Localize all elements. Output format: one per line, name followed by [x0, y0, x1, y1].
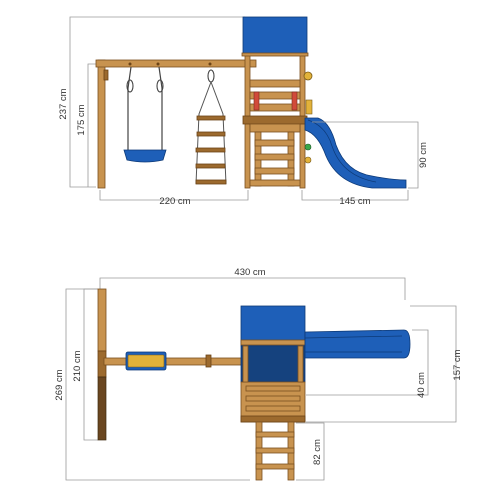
slide-top — [304, 329, 411, 359]
dim-total-height: 237 cm — [58, 16, 245, 188]
dim-ladder-length: 82 cm — [296, 422, 325, 481]
dim-swing-width-label: 220 cm — [159, 196, 190, 207]
dim-beam-height: 175 cm — [76, 63, 96, 187]
dim-slide-height-label: 90 cm — [418, 142, 429, 168]
slide — [304, 117, 407, 189]
ladder-top — [255, 421, 295, 481]
dim-slide-width-label: 40 cm — [416, 372, 427, 398]
dim-slide-width: 40 cm — [306, 329, 429, 398]
telescope-icon — [303, 71, 313, 81]
swing-frame-top — [97, 288, 247, 441]
dim-slide-offset-label: 157 cm — [452, 349, 463, 380]
dim-frame-depth-label: 210 cm — [72, 350, 83, 381]
top-view: 430 cm 269 cm 210 cm — [54, 267, 463, 481]
dim-slide-length-label: 145 cm — [339, 196, 370, 207]
dim-total-depth-label: 269 cm — [54, 369, 65, 400]
swing-seat — [123, 66, 167, 163]
dim-slide-offset: 157 cm — [306, 305, 463, 423]
dim-frame-depth: 210 cm — [72, 288, 98, 441]
dim-total-width: 430 cm — [99, 267, 406, 300]
red-handle — [253, 91, 260, 111]
dim-swing-width: 220 cm — [99, 190, 249, 207]
dim-slide-height: 90 cm — [312, 121, 429, 189]
dim-total-width-label: 430 cm — [234, 267, 265, 278]
dim-total-depth: 269 cm — [54, 288, 250, 481]
tower — [241, 16, 313, 189]
dim-ladder-length-label: 82 cm — [312, 439, 323, 465]
side-view: 237 cm 175 cm — [58, 16, 429, 207]
tower-roof-top — [240, 305, 306, 347]
tower-top — [240, 305, 306, 423]
rope-ladder — [195, 69, 227, 185]
tower-roof — [242, 16, 308, 56]
dim-total-height-label: 237 cm — [58, 88, 69, 119]
dim-beam-height-label: 175 cm — [76, 104, 87, 135]
dim-slide-length: 145 cm — [301, 190, 409, 207]
swing-frame — [95, 59, 257, 189]
